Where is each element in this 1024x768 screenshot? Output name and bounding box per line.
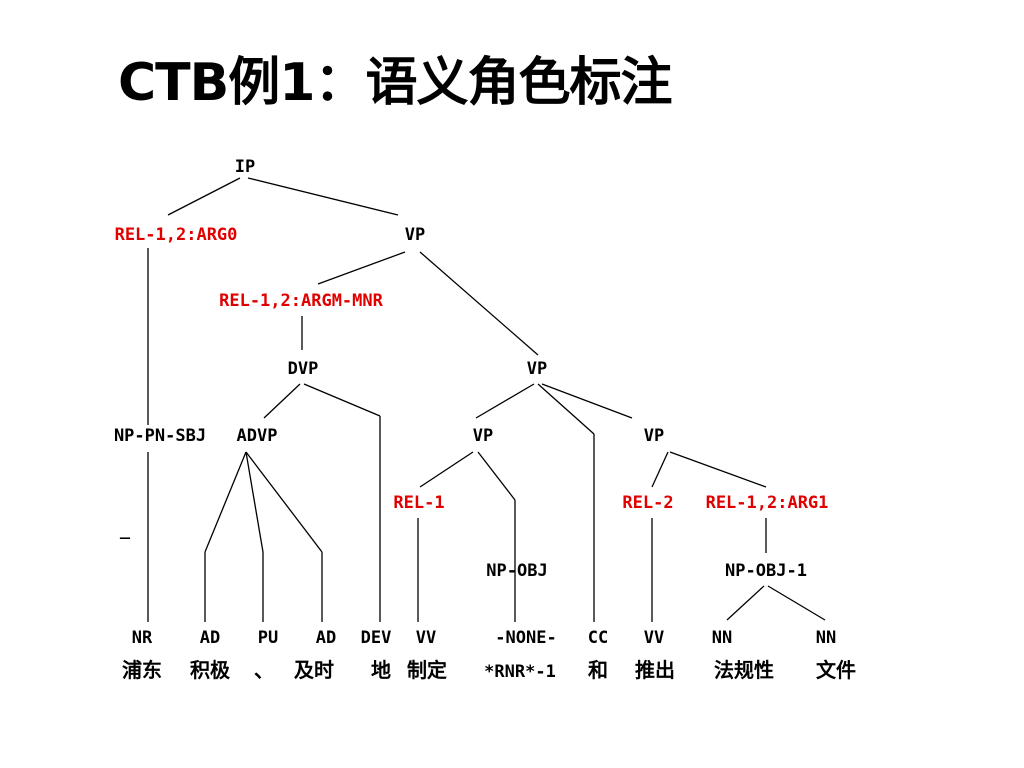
slide-title: CTB例1：语义角色标注 bbox=[118, 53, 672, 113]
node-vp-right: VP bbox=[644, 426, 664, 446]
pos-tag: VV bbox=[644, 628, 664, 648]
edge-vpright-arg1 bbox=[669, 451, 767, 488]
edge-advp-ad2 bbox=[245, 451, 323, 553]
pos-tag: NN bbox=[712, 628, 732, 648]
pos-tag: CC bbox=[588, 628, 608, 648]
pos-tag-row: NR AD PU AD DEV VV -NONE- CC VV NN NN bbox=[132, 628, 836, 648]
node-np-pn-sbj: NP-PN-SBJ bbox=[114, 426, 206, 446]
pos-tag: NN bbox=[816, 628, 836, 648]
word: 和 bbox=[588, 658, 608, 682]
edge-vpmid-vpleft bbox=[475, 383, 535, 419]
edge-ip-arg0 bbox=[167, 177, 241, 216]
word: 、 bbox=[254, 658, 274, 682]
node-rel-arg1: REL-1,2:ARG1 bbox=[706, 493, 829, 513]
node-vp-top: VP bbox=[405, 225, 425, 245]
pos-tag: AD bbox=[316, 628, 336, 648]
edge-npobj1-nn1 bbox=[726, 585, 765, 621]
word: 推出 bbox=[635, 658, 675, 682]
edge-vpleft-npobj bbox=[477, 451, 516, 501]
pos-tag: NR bbox=[132, 628, 153, 648]
node-vp-mid: VP bbox=[527, 359, 547, 379]
edge-dvp-dev bbox=[303, 383, 381, 417]
edge-vp-mnr bbox=[317, 251, 406, 285]
word: 文件 bbox=[816, 658, 856, 682]
edge-vpmid-cc bbox=[537, 383, 595, 435]
edge-vpleft-rel1 bbox=[419, 451, 474, 488]
node-rel-2: REL-2 bbox=[622, 493, 673, 513]
pos-tag: -NONE- bbox=[495, 628, 556, 648]
word: 浦东 bbox=[122, 658, 162, 682]
pos-tag: PU bbox=[258, 628, 278, 648]
edge-vp-vpmid bbox=[419, 251, 539, 356]
word: 法规性 bbox=[714, 658, 774, 682]
word: 积极 bbox=[190, 658, 231, 682]
tree-edges bbox=[147, 177, 826, 622]
node-dash: _ bbox=[120, 520, 131, 540]
node-np-obj-1: NP-OBJ-1 bbox=[725, 561, 807, 581]
pos-tag: DEV bbox=[361, 628, 392, 648]
word: *RNR*-1 bbox=[484, 662, 556, 682]
edge-npobj1-nn2 bbox=[767, 585, 826, 621]
node-rel-argm-mnr: REL-1,2:ARGM-MNR bbox=[219, 291, 384, 311]
tree-nodes: IP REL-1,2:ARG0 VP REL-1,2:ARGM-MNR DVP … bbox=[114, 157, 828, 581]
edge-advp-pu bbox=[245, 451, 264, 553]
edge-dvp-advp bbox=[263, 383, 301, 419]
pos-tag: AD bbox=[200, 628, 220, 648]
node-rel-1: REL-1 bbox=[393, 493, 444, 513]
node-dvp: DVP bbox=[288, 359, 319, 379]
edge-vpmid-vpright bbox=[541, 383, 633, 419]
node-np-obj: NP-OBJ bbox=[486, 561, 547, 581]
word: 及时 bbox=[294, 658, 334, 682]
word: 地 bbox=[371, 658, 391, 682]
node-ip: IP bbox=[235, 157, 255, 177]
edge-advp-ad1 bbox=[204, 451, 247, 553]
edge-vpright-rel2 bbox=[651, 451, 669, 488]
word-row: 浦东 积极 、 及时 地 制定 *RNR*-1 和 推出 法规性 文件 bbox=[122, 658, 856, 682]
node-advp: ADVP bbox=[237, 426, 278, 446]
node-vp-left: VP bbox=[473, 426, 493, 446]
node-rel-arg0: REL-1,2:ARG0 bbox=[115, 225, 238, 245]
word: 制定 bbox=[407, 658, 447, 682]
edge-ip-vp bbox=[247, 177, 399, 216]
pos-tag: VV bbox=[416, 628, 436, 648]
